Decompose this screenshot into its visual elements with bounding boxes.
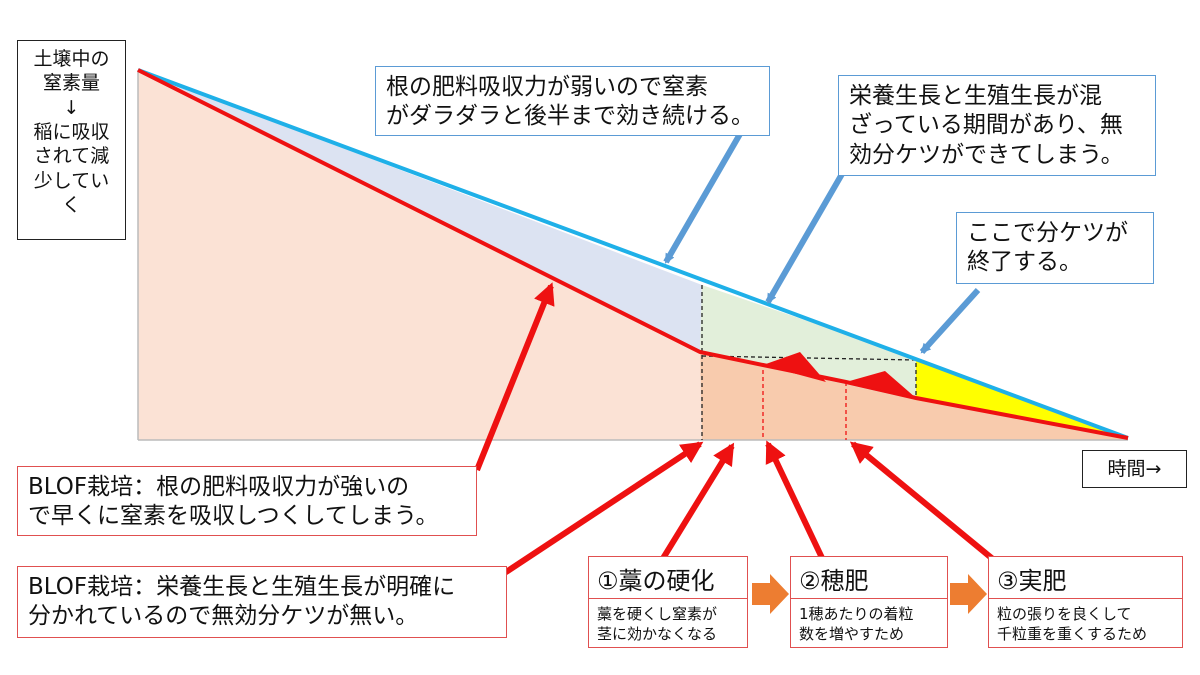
stage-desc-line: 数を増やすため xyxy=(799,625,905,644)
panicle-fertilizer-bump xyxy=(763,352,826,382)
stage-desc-line: 粒の張りを良くして xyxy=(997,605,1132,623)
blof-area-early xyxy=(138,70,702,440)
x-axis-label: 時間→ xyxy=(1082,450,1187,488)
stage-arrow-1 xyxy=(752,574,789,614)
fertilizer-guides xyxy=(762,370,847,440)
y-label-line: 窒素量 xyxy=(42,72,100,95)
stage-desc-line: 1穂あたりの着粒 xyxy=(799,605,914,623)
arrow-stage3 xyxy=(849,441,996,563)
stage-straw-hardening: ①藁の硬化 藁を硬くし窒素が 茎に効かなくなる xyxy=(588,556,748,648)
y-label-line: 少してい xyxy=(33,169,110,192)
stage-desc-line: 茎に効かなくなる xyxy=(597,625,718,644)
callout-tillering-end: ここで分ケツが 終了する。 xyxy=(956,212,1154,284)
callout-line: 根の肥料吸収力が弱いので窒素 xyxy=(386,74,708,100)
stage-guides xyxy=(701,285,917,440)
callout-conventional-mixed: 栄養生長と生殖生長が混 ざっている期間があり、無 効分ケツができてしまう。 xyxy=(838,75,1156,176)
arrow-tillering-end xyxy=(919,287,981,355)
stage-title: ①藁の硬化 xyxy=(589,557,747,599)
callout-line: 効分ケツができてしまう。 xyxy=(849,141,1124,168)
stage-desc-line: 藁を硬くし窒素が xyxy=(597,605,718,623)
callout-conventional-absorb: 根の肥料吸収力が弱いので窒素 がダラダラと後半まで効き続ける。 xyxy=(375,66,770,136)
callout-line: がダラダラと後半まで効き続ける。 xyxy=(386,103,754,130)
callout-line: 分かれているので無効分ケツが無い。 xyxy=(28,603,419,630)
arrow-mixed xyxy=(765,172,845,304)
grain-fertilizer-bump xyxy=(846,371,916,398)
stage-title: ②穂肥 xyxy=(791,557,947,599)
callout-line: BLOF栽培：栄養生長と生殖生長が明確に xyxy=(28,574,456,600)
stage-panicle-fertilizer: ②穂肥 1穂あたりの着粒 数を増やすため xyxy=(790,556,948,648)
y-label-line: く xyxy=(61,193,81,216)
callout-blof-separate: BLOF栽培：栄養生長と生殖生長が明確に 分かれているので無効分ケツが無い。 xyxy=(17,566,507,638)
arrow-blof-absorb xyxy=(474,282,555,472)
callout-line: で早くに窒素を吸収しつくしてしまう。 xyxy=(28,503,439,530)
arrow-absorb xyxy=(663,132,743,264)
callout-line: BLOF栽培：根の肥料吸収力が強いの xyxy=(28,474,410,500)
callout-line: 栄養生長と生殖生長が混 xyxy=(849,83,1102,109)
conventional-nitrogen-line xyxy=(137,68,1129,440)
stage-title: ③実肥 xyxy=(989,557,1182,599)
y-axis-label: 土壌中の 窒素量 ↓ 稲に吸収 されて減 少してい く xyxy=(17,40,126,240)
arrow-blof-separate xyxy=(498,441,704,579)
y-label-line: 稲に吸収 xyxy=(33,120,110,143)
y-label-line: されて減 xyxy=(33,145,110,168)
stage-arrow-2 xyxy=(950,574,987,614)
arrow-stage1 xyxy=(659,442,735,562)
y-label-line: 土壌中の xyxy=(33,48,110,70)
stage-desc: 藁を硬くし窒素が 茎に効かなくなる xyxy=(589,599,747,650)
stage-desc-line: 千粒重を重くするため xyxy=(997,625,1148,644)
y-label-line: ↓ xyxy=(63,96,80,119)
stage-grain-fertilizer: ③実肥 粒の張りを良くして 千粒重を重くするため xyxy=(988,556,1183,648)
callout-line: 終了する。 xyxy=(967,249,1082,276)
mixed-growth-area xyxy=(700,285,916,400)
callout-line: ここで分ケツが xyxy=(967,220,1128,246)
callout-line: ざっている期間があり、無 xyxy=(849,112,1123,139)
callout-blof-absorb: BLOF栽培：根の肥料吸収力が強いの で早くに窒素を吸収しつくしてしまう。 xyxy=(17,466,477,536)
arrow-stage2 xyxy=(765,440,826,562)
stage-desc: 粒の張りを良くして 千粒重を重くするため xyxy=(989,599,1182,650)
stage-desc: 1穂あたりの着粒 数を増やすため xyxy=(791,599,947,650)
